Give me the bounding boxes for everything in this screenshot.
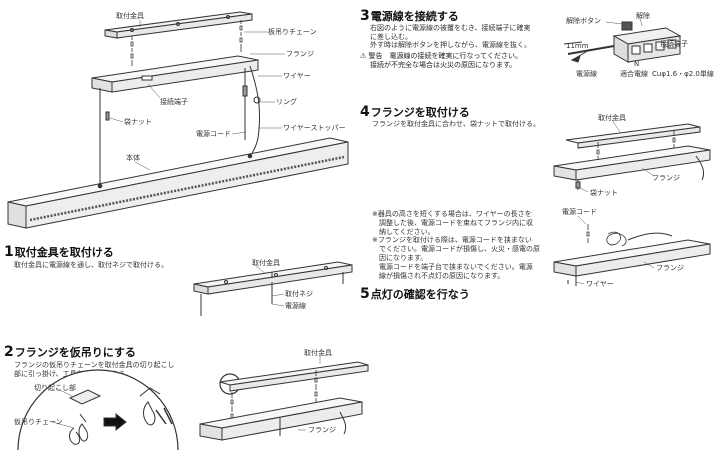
step2-label-tab: 切り起こし部 xyxy=(34,384,76,392)
step4-title: 4フランジを取付ける xyxy=(360,104,470,120)
notes-label-wire: ワイヤー xyxy=(586,280,614,288)
step4-label-bag-nut: 袋ナット xyxy=(590,189,618,197)
note-line-2: 調整した後、電源コードを束ねてフランジ内に収 xyxy=(372,218,533,227)
step2-detail-circle xyxy=(17,369,179,451)
notes-label-flange: フランジ xyxy=(656,264,684,272)
label-power-cord: 電源コード xyxy=(196,130,231,138)
step3-warning: ⚠ 警告 電源線の接続を確実に行なってください。 接続が不完全な場合は火災の原因… xyxy=(360,52,522,69)
label-flange: フランジ xyxy=(286,50,314,58)
step3-desc-line-2: に差し込む。 xyxy=(370,32,412,41)
label-terminal: 接続端子 xyxy=(160,98,188,106)
label-ring: リング xyxy=(276,98,297,106)
step3-label-release-button: 解除ボタン xyxy=(566,17,601,25)
note-line-4: ※フランジを取付ける際は、電源コードを挟まない xyxy=(372,236,532,245)
label-chain: 板吊りチェーン xyxy=(268,28,317,36)
step5-title-text: 点灯の確認を行なう xyxy=(370,288,470,301)
step1-label-screw: 取付ネジ xyxy=(285,290,313,298)
label-wire: ワイヤー xyxy=(283,72,311,80)
label-wire-stopper: ワイヤーストッパー xyxy=(283,124,346,132)
step4-desc: フランジを取付金具に合わせ、袋ナットで取付ける。 xyxy=(372,120,540,128)
label-bracket: 取付金具 xyxy=(116,12,144,20)
step3-label-length: 11mm xyxy=(566,42,589,50)
step3-warning-line-1: 警告 電源線の接続を確実に行なってください。 xyxy=(368,52,522,60)
step5-title: 5点灯の確認を行なう xyxy=(360,286,470,302)
main-exploded-drawing xyxy=(7,11,349,229)
notes-label-power-cord: 電源コード xyxy=(562,208,597,216)
step3-warning-line-2: 接続が不完全な場合は火災の原因になります。 xyxy=(370,60,517,69)
step2-drawing xyxy=(199,356,369,441)
label-body: 本体 xyxy=(126,154,140,162)
step2-title-text: フランジを仮吊りにする xyxy=(14,346,136,359)
warning-icon: ⚠ xyxy=(360,52,367,60)
step2-title: 2フランジを仮吊りにする xyxy=(4,344,136,360)
step5-number: 5 xyxy=(360,286,370,302)
notes-block: ※器具の高さを短くする場合は、ワイヤーの長さを 調整した後、電源コードを束ねてフ… xyxy=(372,210,540,280)
step3-label-single: 適合電線 xyxy=(620,70,648,78)
step2-desc-line-1: フランジの仮吊りチェーンを取付金具の切り起こし xyxy=(14,361,175,369)
step3-desc-line-1: 右図のように電源線の被覆をむき、接続端子に確実 xyxy=(370,24,531,32)
step1-title-text: 取付金具を取付ける xyxy=(14,246,114,259)
step3-label-terminal: 接続端子 xyxy=(660,40,688,48)
label-bag-nut: 袋ナット xyxy=(124,118,152,126)
step3-desc: 右図のように電源線の被覆をむき、接続端子に確実 に差し込む。 外す時は解除ボタン… xyxy=(370,24,531,50)
step4-label-bracket: 取付金具 xyxy=(598,114,626,122)
step1-label-bracket: 取付金具 xyxy=(252,259,280,267)
step3-number: 3 xyxy=(360,8,370,24)
step1-drawing xyxy=(193,261,353,316)
step4-drawing xyxy=(553,119,711,193)
step3-title-text: 電源線を接続する xyxy=(370,10,459,23)
step1-number: 1 xyxy=(4,244,14,260)
step3-label-power-line: 電源線 xyxy=(576,70,597,78)
step2-label-bracket: 取付金具 xyxy=(304,349,332,357)
step2-number: 2 xyxy=(4,344,14,360)
notes-drawing xyxy=(553,215,711,286)
note-line-8: 線が損傷され不点灯の原因になります。 xyxy=(372,271,505,280)
step3-desc-line-3: 外す時は解除ボタンを押しながら、電源線を抜く。 xyxy=(370,41,531,49)
step3-title: 3電源線を接続する xyxy=(360,8,459,24)
step1-title: 1取付金具を取付ける xyxy=(4,244,114,260)
step3-label-release: 解除 xyxy=(636,12,650,20)
step3-label-ground: N xyxy=(634,60,640,68)
note-line-5: でください。電源コードが損傷し、火災・感電の原 xyxy=(372,245,540,254)
note-line-1: ※器具の高さを短くする場合は、ワイヤーの長さを xyxy=(372,210,532,218)
step4-number: 4 xyxy=(360,104,370,120)
step3-label-core: Cuφ1.6・φ2.0単線 xyxy=(652,70,714,78)
step4-label-flange: フランジ xyxy=(652,174,680,182)
note-line-3: 納してください。 xyxy=(372,227,435,236)
step3-terminal-drawing xyxy=(563,17,682,63)
step4-title-text: フランジを取付ける xyxy=(370,106,470,119)
note-line-6: 因になります。 xyxy=(372,253,428,262)
step2-label-flange: フランジ xyxy=(308,426,336,434)
note-line-7: 電源コードを端子台で挟まないでください。電源 xyxy=(372,262,533,271)
step1-desc: 取付金具に電源線を通し、取付ネジで取付ける。 xyxy=(14,261,168,269)
step1-label-power-line: 電源線 xyxy=(285,302,306,310)
step2-label-chain: 仮吊りチェーン xyxy=(14,418,63,426)
